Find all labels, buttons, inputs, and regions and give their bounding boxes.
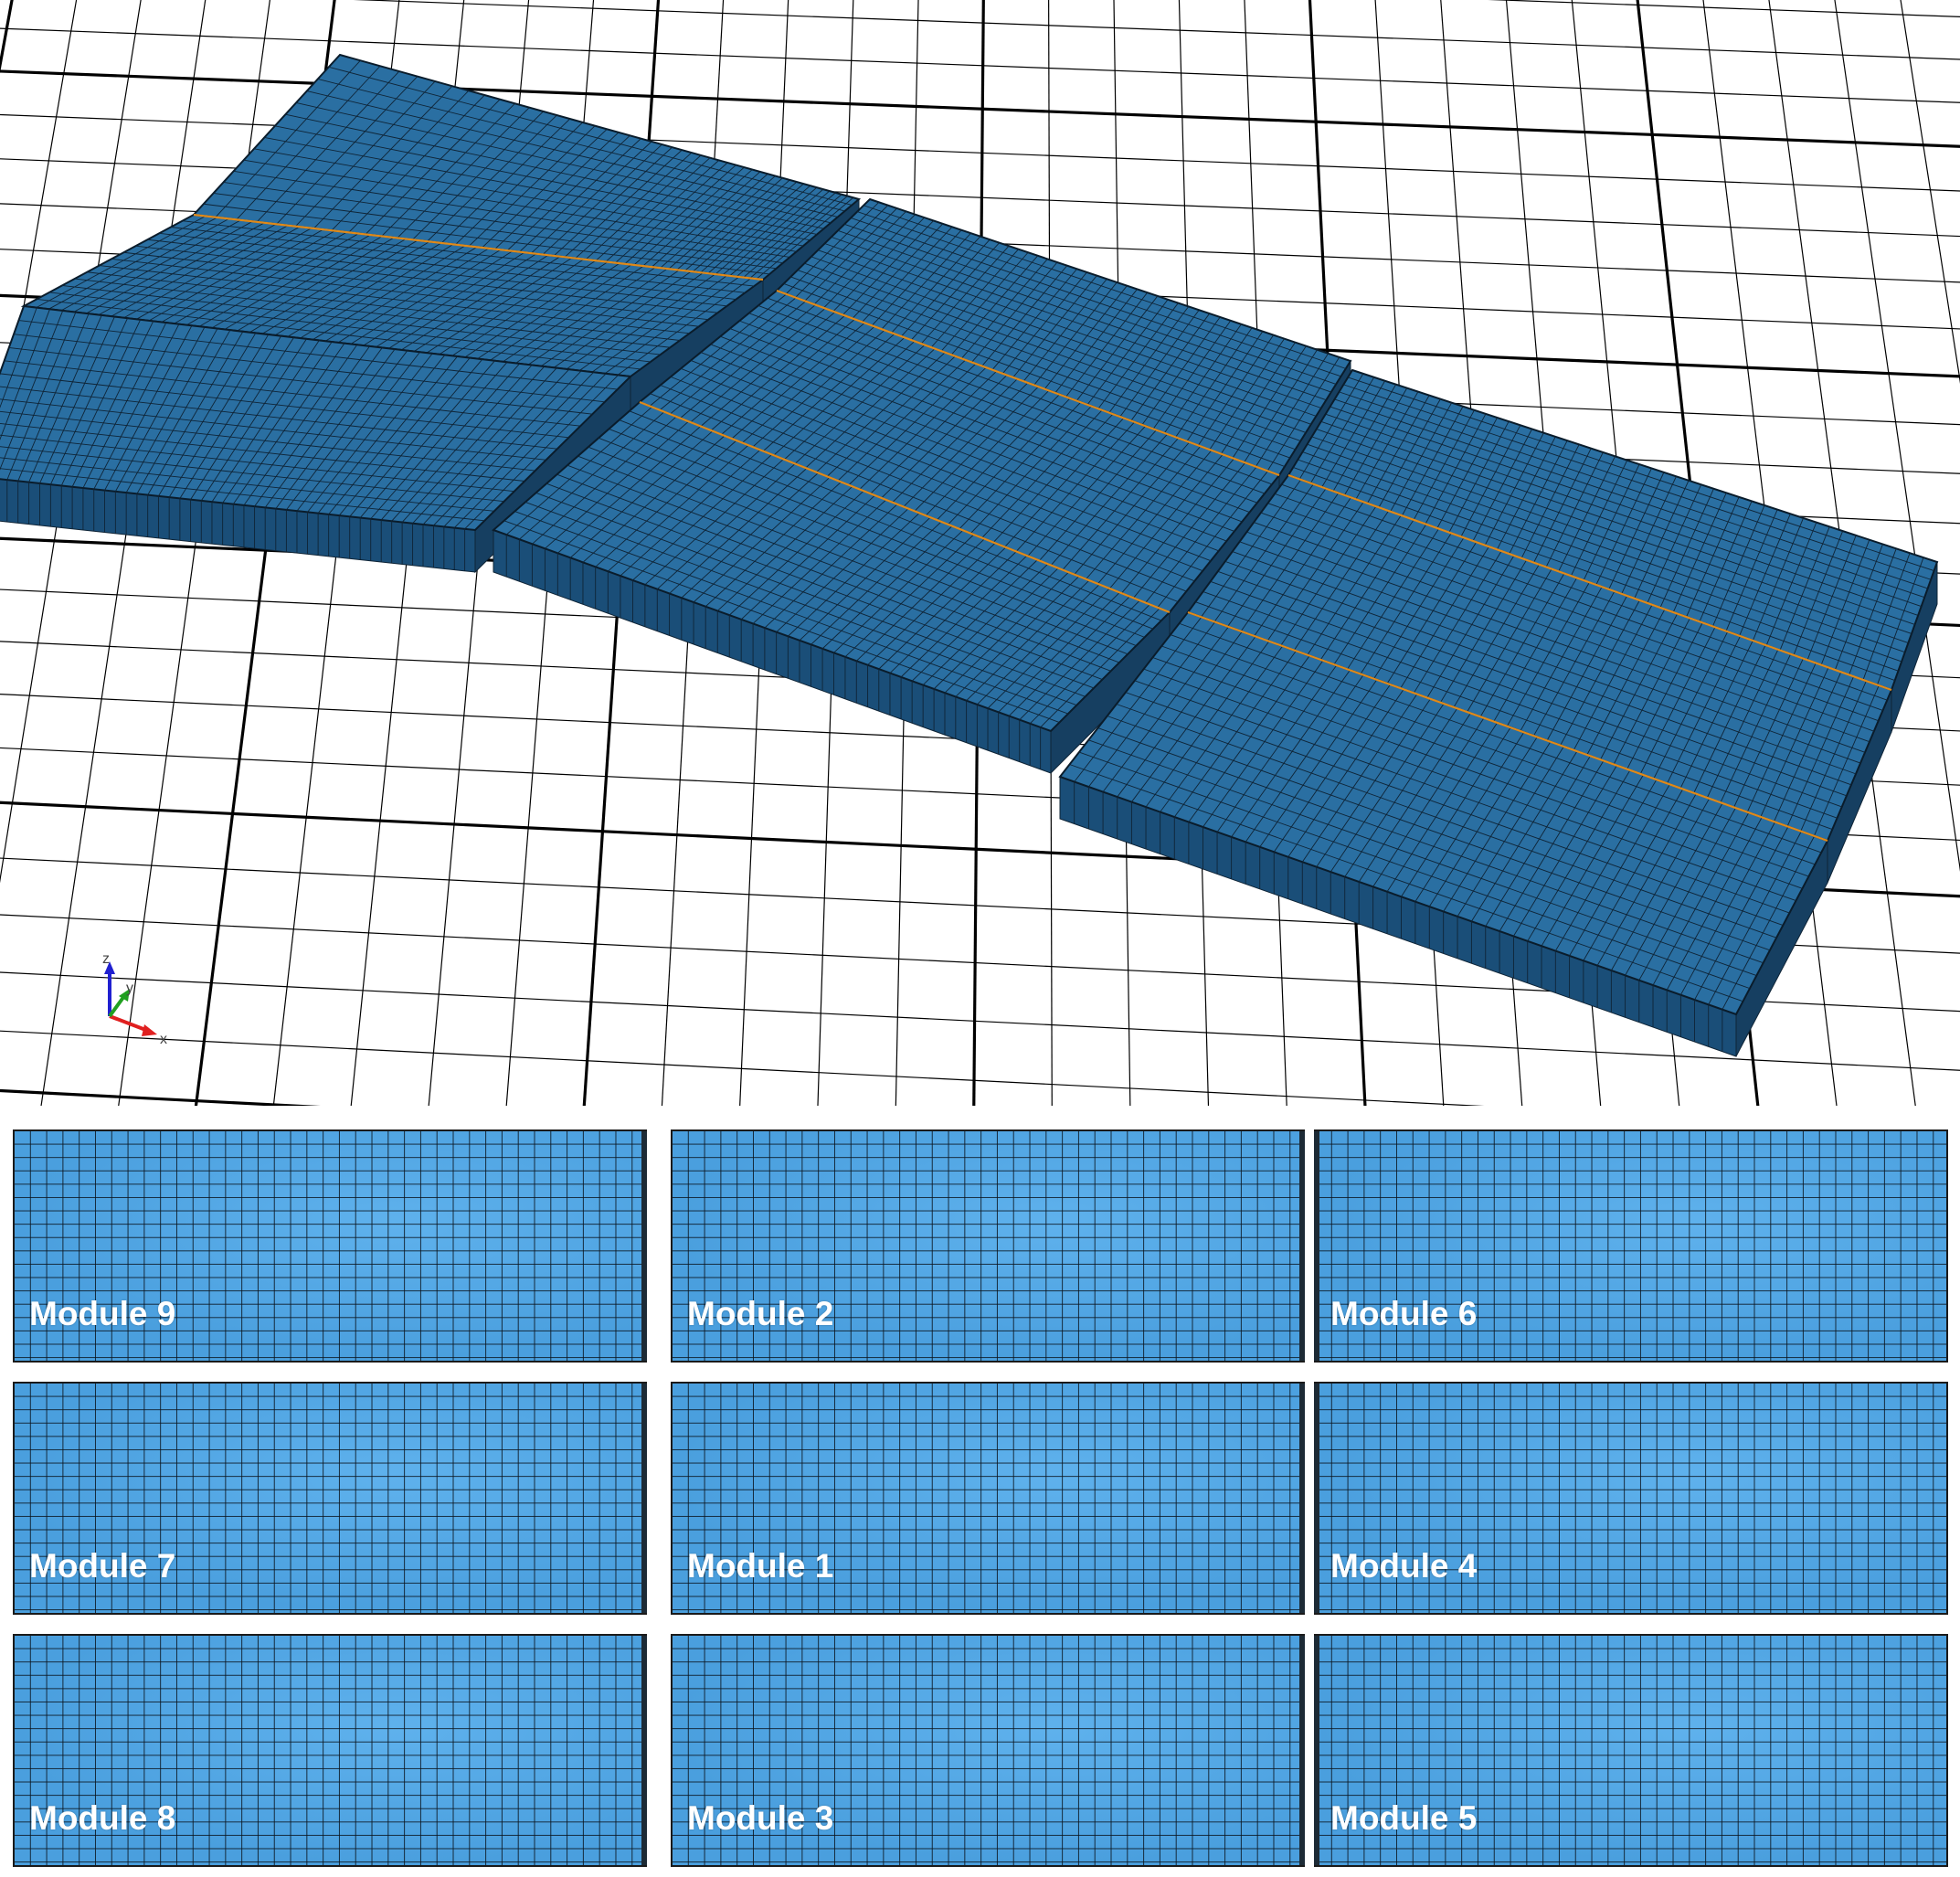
x-axis-arrow [109,1014,149,1033]
x-axis-label: x [160,1032,167,1047]
module-label: Module 2 [687,1295,834,1332]
module-panel: Module 5 [1314,1634,1948,1867]
z-axis-head [104,961,115,974]
module-panel-grid: Module 9 Module 2 Module 6 Module 7 Module 1… [13,1129,1948,1868]
module-block [492,400,1171,775]
module-panel: Module 6 [1314,1129,1948,1363]
y-axis-arrow [108,994,126,1018]
module-blocks [0,53,1939,1057]
z-axis-label: z [102,951,110,967]
module-panel: Module 3 [671,1634,1305,1867]
module-label: Module 9 [29,1295,176,1332]
module-label: Module 6 [1330,1295,1478,1332]
module-block [0,304,633,574]
module-panel: Module 7 [13,1382,647,1615]
module-label: Module 8 [29,1799,176,1837]
x-axis-head [142,1024,157,1036]
module-panel: Module 9 [13,1129,647,1363]
module-label: Module 7 [29,1547,176,1585]
perspective-mesh-view: z y x [0,0,1960,1106]
y-axis-label: y [126,981,133,996]
module-panel: Module 4 [1314,1382,1948,1615]
module-panel: Module 8 [13,1634,647,1867]
module-label: Module 4 [1330,1547,1478,1585]
module-label: Module 5 [1330,1799,1478,1837]
module-label: Module 1 [687,1547,834,1585]
y-axis-head [119,989,130,1002]
module-panel: Module 1 [671,1382,1305,1615]
xyz-axis-icon: z y x [102,951,167,1047]
module-panel: Module 2 [671,1129,1305,1363]
module-block [1058,610,1829,1057]
module-label: Module 3 [687,1799,834,1837]
